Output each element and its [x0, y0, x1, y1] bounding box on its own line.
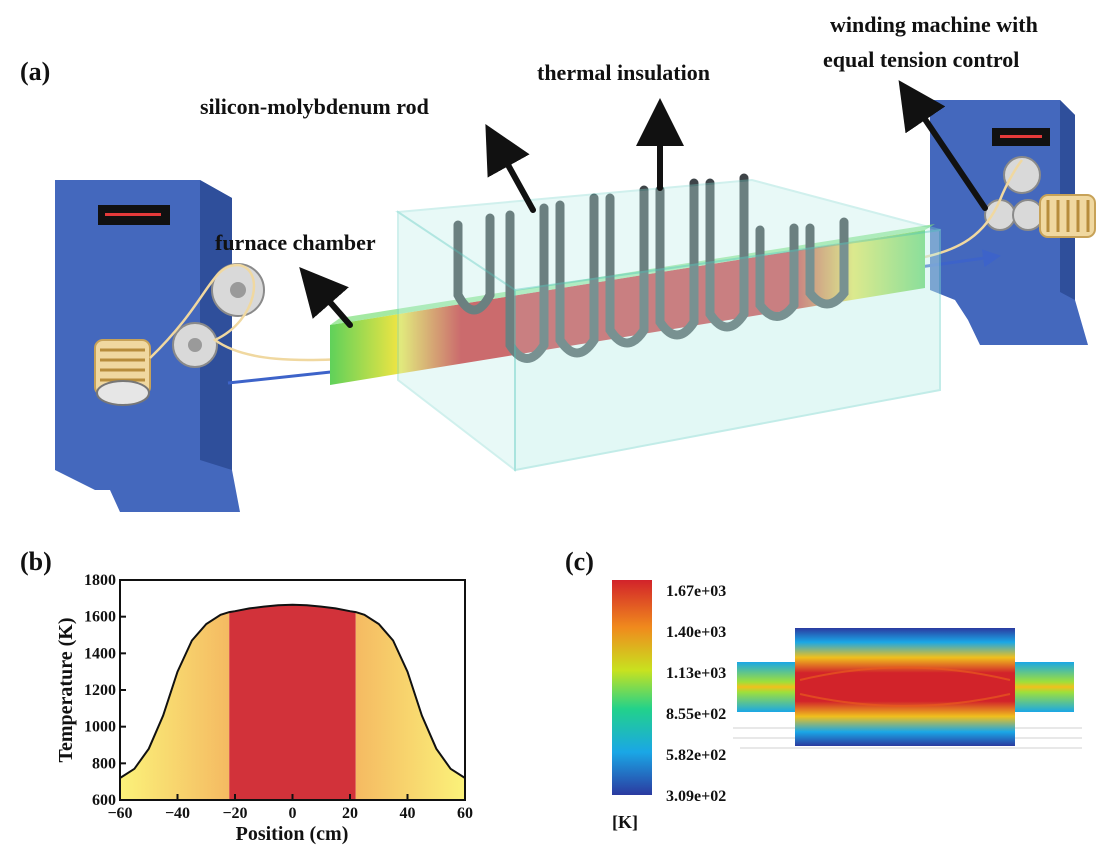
y-tick-label: 600 [92, 792, 116, 809]
x-tick-label: 0 [289, 805, 297, 822]
furnace-chamber-tube [330, 224, 935, 385]
colorbar-tick-label: 8.55e+02 [666, 706, 726, 723]
colorbar-tick-label: 5.82e+02 [666, 747, 726, 764]
x-tick-label: −20 [222, 805, 247, 822]
y-tick-label: 1600 [84, 609, 116, 626]
colorbar: 1.67e+03 1.40e+03 1.13e+03 8.55e+02 5.82e+02… [612, 580, 726, 832]
y-tick-label: 1200 [84, 682, 116, 699]
panel-label-b: (b) [20, 547, 52, 576]
colorbar-tick-label: 1.40e+03 [666, 624, 726, 641]
colorbar-tick-label: 3.09e+02 [666, 788, 726, 805]
temperature-field-map [733, 628, 1082, 749]
tube-stub-right [1012, 662, 1074, 712]
label-silicon-molybdenum-rod: silicon-molybdenum rod [200, 94, 429, 119]
zone-uniform [229, 604, 356, 800]
label-winding-machine-line1: winding machine with [830, 12, 1038, 37]
x-tick-label: 40 [400, 805, 416, 822]
spool-icon [94, 339, 151, 406]
colorbar-gradient [612, 580, 652, 795]
x-tick-label: 60 [457, 805, 473, 822]
left-winding-machine [55, 180, 377, 512]
panel-label-a: (a) [20, 57, 50, 86]
colorbar-tick-label: 1.67e+03 [666, 583, 726, 600]
chamber-field [795, 628, 1015, 746]
y-axis-label: Temperature (K) [55, 618, 77, 763]
tube-stub-left [737, 662, 797, 712]
label-thermal-insulation: thermal insulation [537, 60, 710, 85]
y-tick-label: 1000 [84, 719, 116, 736]
x-tick-label: −40 [165, 805, 190, 822]
label-winding-machine-line2: equal tension control [823, 47, 1019, 72]
x-axis-label: Position (cm) [236, 823, 349, 845]
panel-label-c: (c) [565, 547, 594, 576]
x-tick-label: −60 [107, 805, 132, 822]
colorbar-unit: [K] [612, 812, 638, 832]
zone-ramp-left [120, 612, 230, 800]
zone-ramp-right [355, 612, 465, 800]
temperature-profile-chart: −60 −40 −20 0 20 40 60 600 800 1000 1200 1400 1600 1… [55, 572, 473, 845]
label-furnace-chamber: furnace chamber [215, 230, 376, 255]
silicon-molybdenum-rods [453, 173, 849, 363]
colorbar-tick-label: 1.13e+03 [666, 665, 726, 682]
temperature-curve [119, 603, 466, 779]
callout-arrows [299, 80, 988, 328]
right-winding-machine [854, 100, 1096, 345]
y-tick-label: 1400 [84, 645, 116, 662]
takeup-spool-icon [1039, 194, 1096, 238]
y-tick-label: 1800 [84, 572, 116, 589]
y-tick-label: 800 [92, 755, 116, 772]
thermal-insulation-box [395, 178, 941, 473]
x-tick-label: 20 [342, 805, 358, 822]
